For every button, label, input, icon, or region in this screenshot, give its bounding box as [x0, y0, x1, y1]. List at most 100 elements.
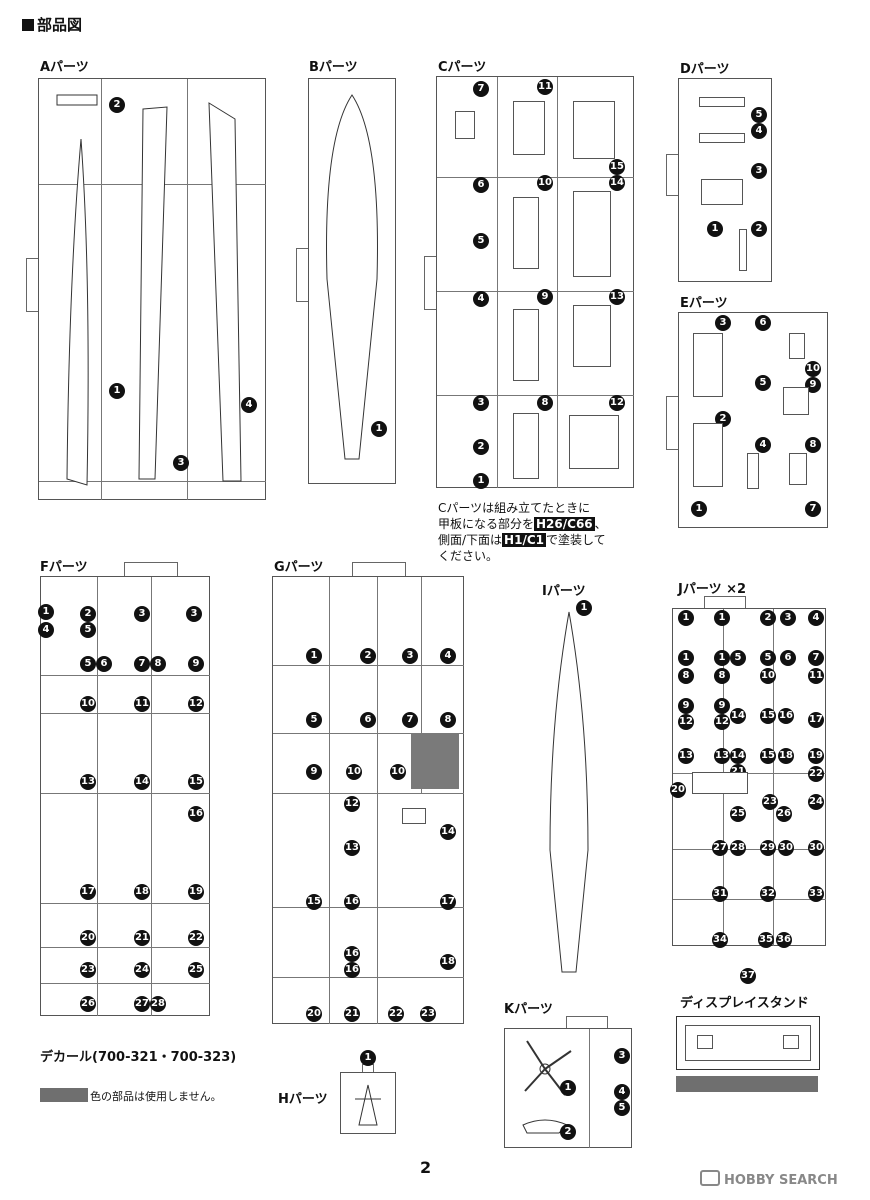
- part-number-badge: 6: [755, 315, 771, 331]
- part-number-badge: 4: [755, 437, 771, 453]
- part-number-badge: 8: [805, 437, 821, 453]
- section-label-g: Gパーツ: [274, 560, 324, 575]
- part-number-badge: 36: [776, 932, 792, 948]
- part-number-badge: 25: [730, 806, 746, 822]
- runner-b: 1: [308, 78, 396, 484]
- page-number: 2: [420, 1158, 432, 1177]
- part-number-badge: 22: [388, 1006, 404, 1022]
- part-number-badge: 1: [707, 221, 723, 237]
- runner-divider: [329, 577, 330, 1024]
- runner-c: 7 11 15 6 10 14 5 4 9 13 3 8 12 2 1: [436, 76, 634, 489]
- part-number-badge: 9: [678, 698, 694, 714]
- section-label-i: Iパーツ: [542, 584, 586, 599]
- section-label-a: Aパーツ: [40, 60, 89, 75]
- display-stand-side: [676, 1076, 818, 1092]
- part-number-badge: 9: [805, 377, 821, 393]
- runner-divider: [41, 713, 210, 714]
- part-number-badge: 16: [188, 806, 204, 822]
- part-number-badge: 18: [778, 748, 794, 764]
- part-number-badge: 4: [440, 648, 456, 664]
- part-number-badge: 11: [134, 696, 150, 712]
- part-number-badge: 23: [80, 962, 96, 978]
- part-number-badge: 7: [402, 712, 418, 728]
- runner-f: [40, 576, 210, 1016]
- part-outline: [783, 1035, 799, 1049]
- part-number-badge: 3: [751, 163, 767, 179]
- part-number-badge: 18: [134, 884, 150, 900]
- hull-parts-a: [56, 94, 242, 486]
- part-number-badge: 16: [778, 708, 794, 724]
- part-number-badge: 23: [420, 1006, 436, 1022]
- part-number-badge: 11: [537, 79, 553, 95]
- part-number-badge: 4: [241, 397, 257, 413]
- part-number-badge: 29: [760, 840, 776, 856]
- part-number-badge: 14: [730, 708, 746, 724]
- part-number-badge: 4: [38, 622, 54, 638]
- part-outline: [747, 453, 759, 489]
- runner-d: 5 4 3 1 2: [678, 78, 772, 282]
- section-label-b: Bパーツ: [309, 60, 358, 75]
- runner-divider: [273, 907, 464, 908]
- part-number-badge: 6: [473, 177, 489, 193]
- part-number-badge: 1: [371, 421, 387, 437]
- part-number-badge: 10: [537, 175, 553, 191]
- part-outline: [739, 229, 747, 271]
- part-number-badge: 2: [473, 439, 489, 455]
- runner-divider: [101, 79, 102, 500]
- part-number-badge: 11: [808, 668, 824, 684]
- runner-divider: [437, 177, 634, 178]
- part-number-badge: 26: [80, 996, 96, 1012]
- section-label-d: Dパーツ: [680, 62, 730, 77]
- part-number-badge: 16: [344, 946, 360, 962]
- runner-divider: [187, 79, 188, 500]
- part-number-badge: 24: [808, 794, 824, 810]
- part-outline: [789, 453, 807, 485]
- part-number-badge: 20: [670, 782, 686, 798]
- legend-swatch: [40, 1088, 88, 1102]
- part-number-badge: 1: [560, 1080, 576, 1096]
- runner-divider: [673, 773, 826, 774]
- part-number-badge: 5: [473, 233, 489, 249]
- part-number-badge: 7: [134, 656, 150, 672]
- part-number-badge: 18: [440, 954, 456, 970]
- deck-part-b: [326, 94, 378, 460]
- part-number-badge: 12: [714, 714, 730, 730]
- part-number-badge: 24: [134, 962, 150, 978]
- part-number-badge: 27: [134, 996, 150, 1012]
- part-number-badge: 17: [440, 894, 456, 910]
- part-number-badge: 22: [808, 766, 824, 782]
- part-number-badge: 5: [760, 650, 776, 666]
- part-outline: [573, 191, 611, 277]
- part-outline: [692, 772, 748, 794]
- part-number-badge: 1: [714, 610, 730, 626]
- runner-divider: [273, 793, 464, 794]
- part-number-badge: 16: [344, 894, 360, 910]
- part-number-badge: 1: [306, 648, 322, 664]
- part-number-badge: 8: [440, 712, 456, 728]
- part-number-badge: 6: [360, 712, 376, 728]
- part-number-badge: 21: [344, 1006, 360, 1022]
- part-number-badge: 4: [808, 610, 824, 626]
- runner-divider: [41, 793, 210, 794]
- part-number-badge: 30: [778, 840, 794, 856]
- part-outline: [699, 133, 745, 143]
- runner-divider: [41, 903, 210, 904]
- runner-divider: [273, 733, 464, 734]
- part-number-badge: 23: [762, 794, 778, 810]
- part-number-badge: 7: [808, 650, 824, 666]
- runner-e: 3 6 10 9 5 2 4 8 1 7: [678, 312, 828, 528]
- part-number-badge: 25: [188, 962, 204, 978]
- part-number-badge: 12: [188, 696, 204, 712]
- decal-label: デカール(700-321・700-323): [40, 1050, 237, 1065]
- part-number-badge: 28: [730, 840, 746, 856]
- part-number-badge: 28: [150, 996, 166, 1012]
- part-outline: [569, 415, 619, 469]
- part-number-badge: 2: [80, 606, 96, 622]
- runner-divider: [41, 947, 210, 948]
- part-number-badge: 10: [346, 764, 362, 780]
- part-number-badge: 3: [614, 1048, 630, 1064]
- part-number-badge: 4: [751, 123, 767, 139]
- part-number-badge: 1: [360, 1050, 376, 1066]
- part-number-badge: 33: [808, 886, 824, 902]
- part-number-badge: 6: [96, 656, 112, 672]
